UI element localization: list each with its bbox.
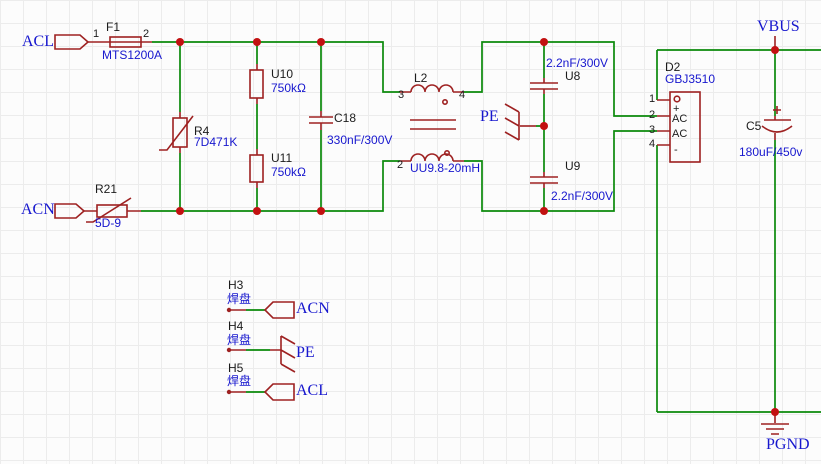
pe-netflag-pad-symbol (270, 335, 296, 373)
u8-designator[interactable]: U8 (565, 69, 581, 83)
port-pad-acl-symbol (263, 383, 295, 401)
l2-value[interactable]: UU9.8-20mH (410, 161, 481, 175)
wire-l2-out-top[interactable] (464, 41, 657, 117)
bridge-d2-symbol[interactable] (657, 91, 701, 163)
net-label-vbus[interactable]: VBUS (757, 18, 800, 35)
d2-pin1-dot (673, 95, 681, 103)
pgnd-ground-symbol[interactable] (761, 412, 789, 435)
port-acl-symbol[interactable] (54, 34, 90, 50)
u9-designator[interactable]: U9 (565, 159, 581, 173)
r21-designator[interactable]: R21 (95, 182, 118, 196)
l2-pin3-number: 3 (398, 89, 405, 101)
u9-value[interactable]: 2.2nF/300V (551, 189, 614, 203)
l2-pin2-number: 2 (397, 159, 404, 171)
r21-value[interactable]: 5D-9 (95, 216, 122, 230)
r4-value[interactable]: 7D471K (194, 135, 238, 149)
pe-netflag-filter-symbol[interactable] (504, 103, 536, 141)
net-label-pe[interactable]: PE (480, 108, 499, 125)
d2-pin2-number: 2 (649, 109, 656, 121)
d2-pin4-number: 4 (649, 138, 656, 150)
d2-value[interactable]: GBJ3510 (665, 72, 716, 86)
d2-minus-label: - (674, 144, 678, 156)
u10-designator[interactable]: U10 (271, 67, 294, 81)
capacitor-c18-symbol[interactable] (309, 111, 333, 130)
resistor-u10-symbol[interactable] (249, 64, 264, 104)
h4-designator[interactable]: H4 (228, 319, 244, 333)
resistor-u11-symbol[interactable] (249, 149, 264, 188)
c18-value[interactable]: 330nF/300V (327, 133, 393, 147)
junction-dots (176, 38, 779, 416)
wire-acl-rail[interactable] (152, 41, 400, 93)
l2-polarity-dot-top (441, 99, 448, 106)
d2-designator[interactable]: D2 (665, 60, 681, 74)
c5-value[interactable]: 180uF/450v (739, 145, 803, 159)
pad-h3-symbol[interactable] (226, 301, 295, 319)
net-label-pad-acl[interactable]: ACL (296, 382, 328, 399)
u10-value[interactable]: 750kΩ (271, 81, 306, 95)
capacitor-c5-symbol[interactable] (761, 106, 793, 140)
h4-value[interactable]: 焊盘 (227, 333, 252, 347)
c5-designator[interactable]: C5 (746, 119, 762, 133)
d2-pin3-number: 3 (649, 124, 656, 136)
d2-plus-label: + (673, 103, 680, 115)
c5-plus-sign (773, 106, 781, 114)
pad-h4-symbol[interactable] (226, 335, 296, 373)
wire-vbus-rail[interactable] (656, 49, 821, 100)
f1-pin1-number: 1 (93, 28, 100, 40)
h5-value[interactable]: 焊盘 (227, 374, 252, 388)
d2-ac2-label: AC (672, 128, 688, 140)
f1-value[interactable]: MTS1200A (102, 48, 163, 62)
wire-y-cap-column[interactable] (536, 42, 545, 211)
net-label-pad-acn[interactable]: ACN (296, 300, 330, 317)
u8-value[interactable]: 2.2nF/300V (546, 56, 609, 70)
net-label-acl[interactable]: ACL (22, 33, 54, 50)
wire-acn-rail[interactable] (141, 160, 400, 212)
d2-ac1-label: AC (672, 113, 688, 125)
r4-designator[interactable]: R4 (194, 124, 210, 138)
varistor-r4-symbol[interactable] (159, 112, 194, 153)
port-pad-acn-symbol (263, 301, 295, 319)
l2-pin4-number: 4 (459, 89, 466, 101)
u11-value[interactable]: 750kΩ (271, 165, 306, 179)
h5-designator[interactable]: H5 (228, 361, 244, 375)
net-label-pad-pe[interactable]: PE (296, 344, 315, 361)
wire-pgnd-rail[interactable] (656, 145, 821, 413)
f1-designator[interactable]: F1 (106, 20, 121, 34)
net-label-pgnd[interactable]: PGND (766, 436, 810, 453)
h3-value[interactable]: 焊盘 (227, 292, 252, 306)
u11-designator[interactable]: U11 (271, 151, 293, 165)
l2-designator[interactable]: L2 (414, 71, 428, 85)
wire-pads[interactable] (246, 309, 270, 393)
l2-polarity-dot-bottom (443, 150, 450, 157)
capacitor-u8-symbol[interactable] (530, 78, 558, 94)
d2-pin1-number: 1 (649, 93, 656, 105)
varistor-r21-symbol[interactable] (84, 197, 141, 223)
f1-pin2-number: 2 (143, 28, 150, 40)
capacitor-u9-symbol[interactable] (530, 172, 558, 188)
c18-designator[interactable]: C18 (334, 111, 357, 125)
h3-designator[interactable]: H3 (228, 278, 244, 292)
port-acn-symbol[interactable] (54, 203, 86, 219)
net-label-acn[interactable]: ACN (21, 201, 55, 218)
fuse-f1-symbol[interactable] (88, 36, 152, 48)
choke-l2-symbol[interactable] (400, 84, 464, 162)
pad-h5-symbol[interactable] (226, 383, 295, 401)
